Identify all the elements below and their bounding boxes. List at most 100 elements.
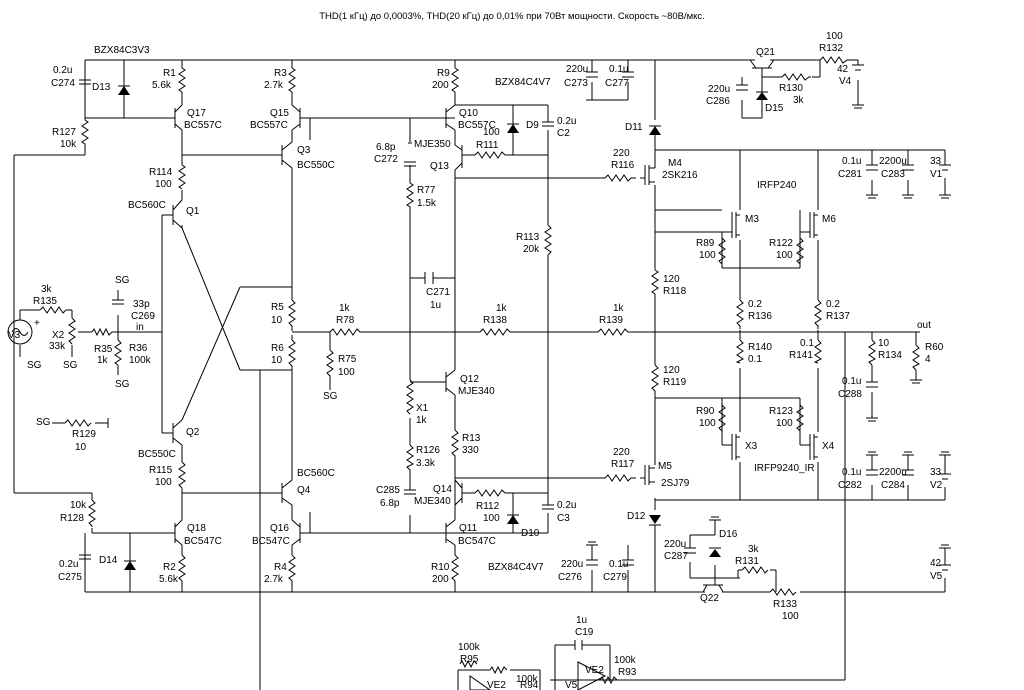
- label-sg-1: SG: [115, 275, 130, 286]
- label-r36-n: R36: [129, 343, 148, 354]
- signal-source: [7, 319, 33, 345]
- label-r89-v: 100: [699, 250, 716, 261]
- label-r5-v: 10: [271, 315, 283, 326]
- label-r113-n: R113: [516, 232, 540, 243]
- transistors: [172, 59, 818, 593]
- label-r135-v: 3k: [41, 284, 53, 295]
- label-r126-n: R126: [416, 445, 440, 456]
- diodes: [118, 85, 768, 570]
- label-r135-n: R135: [33, 296, 57, 307]
- label-mje340-1: MJE340: [458, 386, 495, 397]
- label-r4-n: R4: [274, 562, 287, 573]
- label-bzx84c4v7-1: BZX84C4V7: [495, 77, 551, 88]
- label-bc557c-3: BC557C: [458, 120, 496, 131]
- label-r9-v: 200: [432, 80, 449, 91]
- label-d11: D11: [625, 122, 643, 133]
- label-r94-n: R94: [520, 680, 539, 690]
- label-r140-n: R140: [748, 342, 772, 353]
- label-r95-n: R95: [460, 654, 479, 665]
- label-c269-n: C269: [131, 311, 155, 322]
- label-d16: D16: [719, 529, 738, 540]
- label-c19-n: C19: [575, 627, 594, 638]
- capacitors: [79, 64, 951, 650]
- label-irfp9240: IRFP9240_IR: [754, 463, 815, 474]
- label-c285-v: 6.8p: [380, 498, 400, 509]
- label-r122-v: 100: [776, 250, 793, 261]
- label-q14: Q14: [433, 484, 452, 495]
- schematic-title: THD(1 кГц) до 0,0003%, THD(20 кГц) до 0,…: [319, 11, 705, 22]
- label-r119-v: 120: [663, 365, 680, 376]
- label-c19-v: 1u: [576, 615, 587, 626]
- label-r2-v: 5.6k: [159, 574, 179, 585]
- label-q21: Q21: [756, 47, 775, 58]
- label-q2: Q2: [186, 427, 200, 438]
- label-q17: Q17: [187, 108, 206, 119]
- label-r129-v: 10: [75, 442, 87, 453]
- label-q3: Q3: [297, 145, 311, 156]
- label-q1: Q1: [186, 206, 200, 217]
- label-d15: D15: [765, 103, 784, 114]
- label-m6: M6: [822, 214, 836, 225]
- label-bc547c-1: BC547C: [184, 536, 222, 547]
- label-ve2-1: VE2: [585, 665, 604, 676]
- label-r90-v: 100: [699, 418, 716, 429]
- label-r131-n: R131: [735, 556, 759, 567]
- label-r9-n: R9: [437, 68, 450, 79]
- label-c273-n: C273: [564, 78, 588, 89]
- label-r75-n: R75: [338, 354, 357, 365]
- label-r137-v: 0.2: [826, 299, 840, 310]
- label-v5-v: 42: [930, 558, 942, 569]
- label-r129-n: R129: [72, 429, 96, 440]
- label-r115-n: R115: [149, 465, 173, 476]
- label-r77-n: R77: [417, 185, 436, 196]
- label-r35-v: 1k: [97, 355, 109, 366]
- label-r132-v: 100: [826, 31, 843, 42]
- label-q11: Q11: [459, 523, 478, 534]
- label-r10-v: 200: [432, 574, 449, 585]
- label-ve2-2: VE2: [487, 680, 506, 690]
- label-r115-v: 100: [155, 477, 172, 488]
- label-c274-n: C274: [51, 78, 75, 89]
- label-bc547c-2: BC547C: [252, 536, 290, 547]
- label-r134-v: 10: [878, 338, 890, 349]
- label-x2-v: 33k: [49, 341, 66, 352]
- label-r117-n: R117: [611, 459, 635, 470]
- label-c275-n: C275: [58, 572, 82, 583]
- label-c272-v: 6.8p: [376, 142, 396, 153]
- label-c282-n: C282: [838, 480, 862, 491]
- label-r89-n: R89: [696, 238, 715, 249]
- label-q4: Q4: [297, 485, 311, 496]
- label-v3: V3: [8, 330, 21, 341]
- label-c283-v: 2200u: [879, 156, 907, 167]
- label-plus: +: [34, 318, 40, 329]
- label-r136-v: 0.2: [748, 299, 762, 310]
- label-v5-n2: V5: [565, 680, 578, 690]
- label-q18: Q18: [187, 523, 206, 534]
- label-q15: Q15: [270, 108, 289, 119]
- label-c281-n: C281: [838, 169, 862, 180]
- label-r95-v: 100k: [458, 642, 481, 653]
- label-r112-v: 100: [483, 513, 500, 524]
- label-m4: M4: [668, 158, 682, 169]
- label-r94-v: 100k: [516, 674, 539, 685]
- label-r60-n: R60: [925, 342, 944, 353]
- label-bc550c-1: BC550C: [297, 160, 335, 171]
- label-r114-n: R114: [149, 167, 173, 178]
- label-r116-n: R116: [611, 160, 635, 171]
- label-c2-n: C2: [557, 128, 570, 139]
- label-c283-n: C283: [881, 169, 905, 180]
- label-r131-v: 3k: [748, 544, 760, 555]
- label-v2-v: 33: [930, 467, 942, 478]
- label-bc557c-2: BC557C: [250, 120, 288, 131]
- label-r127-v: 10k: [60, 139, 77, 150]
- label-d10: D10: [521, 528, 540, 539]
- label-r112-n: R112: [476, 501, 500, 512]
- label-bc550c-2: BC550C: [138, 449, 176, 460]
- label-r133-n: R133: [773, 599, 797, 610]
- label-r128-n: R128: [60, 513, 84, 524]
- label-r93-n: R93: [618, 667, 637, 678]
- label-r127-n: R127: [52, 127, 76, 138]
- label-r93-v: 100k: [614, 655, 637, 666]
- label-r10-n: R10: [431, 562, 450, 573]
